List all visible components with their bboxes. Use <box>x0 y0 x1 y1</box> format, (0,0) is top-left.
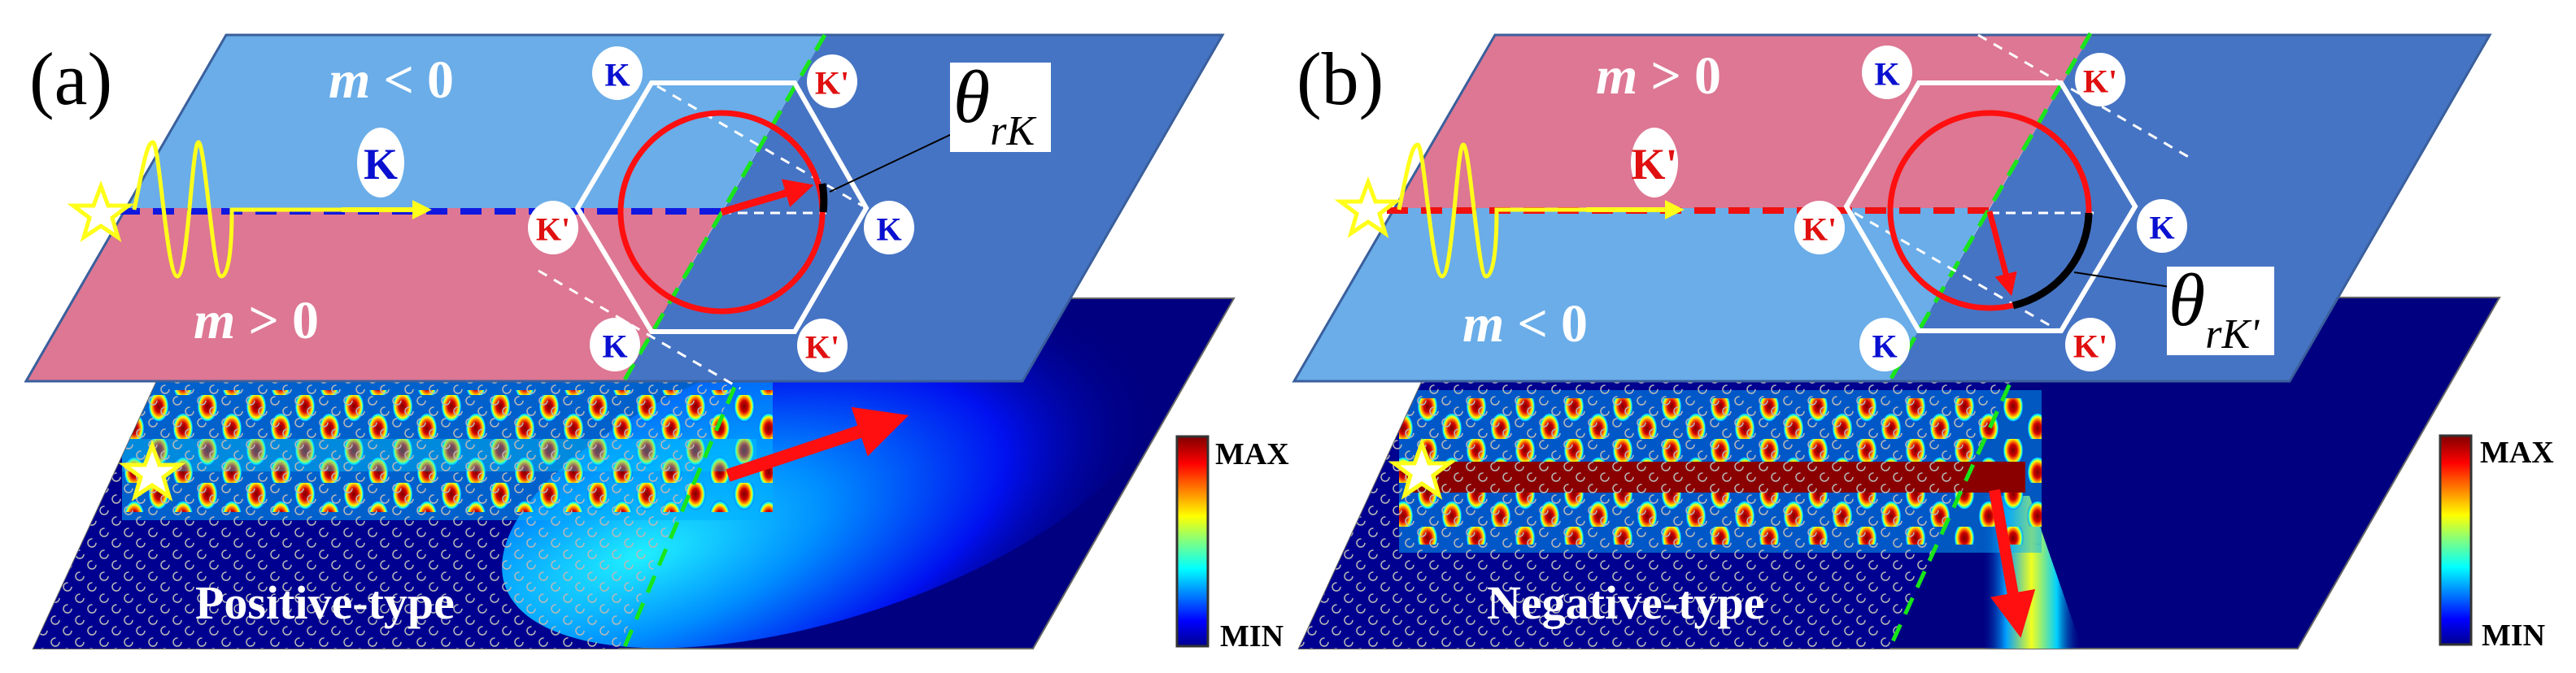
angle-label-box <box>950 63 1051 152</box>
angle-leader-line <box>829 133 952 193</box>
panel-b-schematic-plane: m>0 m<0 K' K K' K K' K K' <box>1292 32 2492 383</box>
brillouin-zone-hexagon <box>574 80 870 334</box>
wave-packet-icon <box>132 140 342 279</box>
panel-a-schematic-plane: m<0 m>0 K K K' <box>24 33 1225 390</box>
panel-a-type-label: Positive-type <box>195 576 455 629</box>
panel-a-interface-line <box>621 33 827 383</box>
incident-valley-badge <box>357 128 404 198</box>
equi-frequency-contour <box>1887 110 2092 311</box>
source-star-icon <box>67 180 135 242</box>
valley-badge-bottom-left: K <box>1872 328 1897 365</box>
panel-a: (a) Positive-type MAX MIN <box>24 33 1289 653</box>
valley-badge-left: K' <box>1802 211 1837 248</box>
angle-leader-line <box>2073 271 2171 288</box>
incident-valley-label: K <box>364 140 398 189</box>
equi-frequency-contour <box>617 110 826 315</box>
panel-a-label: (a) <box>29 37 112 120</box>
angle-label: θrK <box>953 55 1036 154</box>
colorbar-max-label: MAX <box>1215 437 1289 471</box>
source-star-icon <box>118 439 186 501</box>
refracted-direction-arrow <box>726 406 909 482</box>
panel-b-interface-line <box>1887 32 2093 383</box>
valley-badge-left: K' <box>536 211 570 248</box>
panel-a-field-map: Positive-type <box>32 297 1236 649</box>
refraction-angle-arc <box>2012 212 2093 310</box>
panel-a-colorbar: MAX MIN <box>1175 435 1289 653</box>
panel-a-top-mass-label: m<0 <box>329 50 454 110</box>
valley-badge-bottom-left: K <box>602 328 627 365</box>
angle-label: θrK' <box>2168 258 2260 358</box>
colorbar-min-label: MIN <box>1220 619 1284 653</box>
refracted-beam-glow <box>502 310 1157 649</box>
panel-b-type-label: Negative-type <box>1487 576 1764 629</box>
wave-packet-icon <box>1397 142 1586 279</box>
valley-badge-top-left: K <box>1874 56 1899 93</box>
panel-b-colorbar: MAX MIN <box>2439 434 2554 653</box>
angle-label-box <box>2167 267 2274 355</box>
refracted-direction-arrow <box>1989 488 2036 638</box>
incident-valley-badge <box>1631 128 1678 198</box>
panel-b-bottom-mass-label: m<0 <box>1462 294 1588 354</box>
valley-badge-right: K <box>2149 210 2174 246</box>
panel-b-field-map: Negative-type <box>1297 297 2501 650</box>
hexagon-valley-badges: K K' K K' K K' <box>528 46 914 372</box>
colorbar-max-label: MAX <box>2480 436 2554 470</box>
panel-b-label: (b) <box>1297 37 1384 120</box>
panel-b: (b) Negative-type MAX MIN <box>1292 32 2554 653</box>
panel-a-bottom-mass-label: m>0 <box>194 291 319 350</box>
incident-valley-label: K' <box>1631 140 1677 189</box>
source-star-icon <box>1334 176 1402 238</box>
panel-b-top-mass-label: m>0 <box>1596 46 1721 106</box>
colorbar-min-label: MIN <box>2482 619 2545 653</box>
valley-badge-right: K <box>876 211 901 248</box>
valley-badge-bottom-right: K' <box>805 329 839 366</box>
valley-badge-top-left: K <box>604 57 630 93</box>
valley-badge-bottom-right: K' <box>2073 328 2107 365</box>
group-velocity-arrow <box>1986 211 2017 297</box>
group-velocity-arrow <box>720 179 814 216</box>
hexagon-valley-badges: K K' K K' K K' <box>1794 46 2187 371</box>
valley-badge-top-right: K' <box>815 65 849 102</box>
source-star-icon <box>1388 437 1456 500</box>
refraction-angle-arc <box>818 183 828 213</box>
valley-badge-top-right: K' <box>2083 63 2117 100</box>
